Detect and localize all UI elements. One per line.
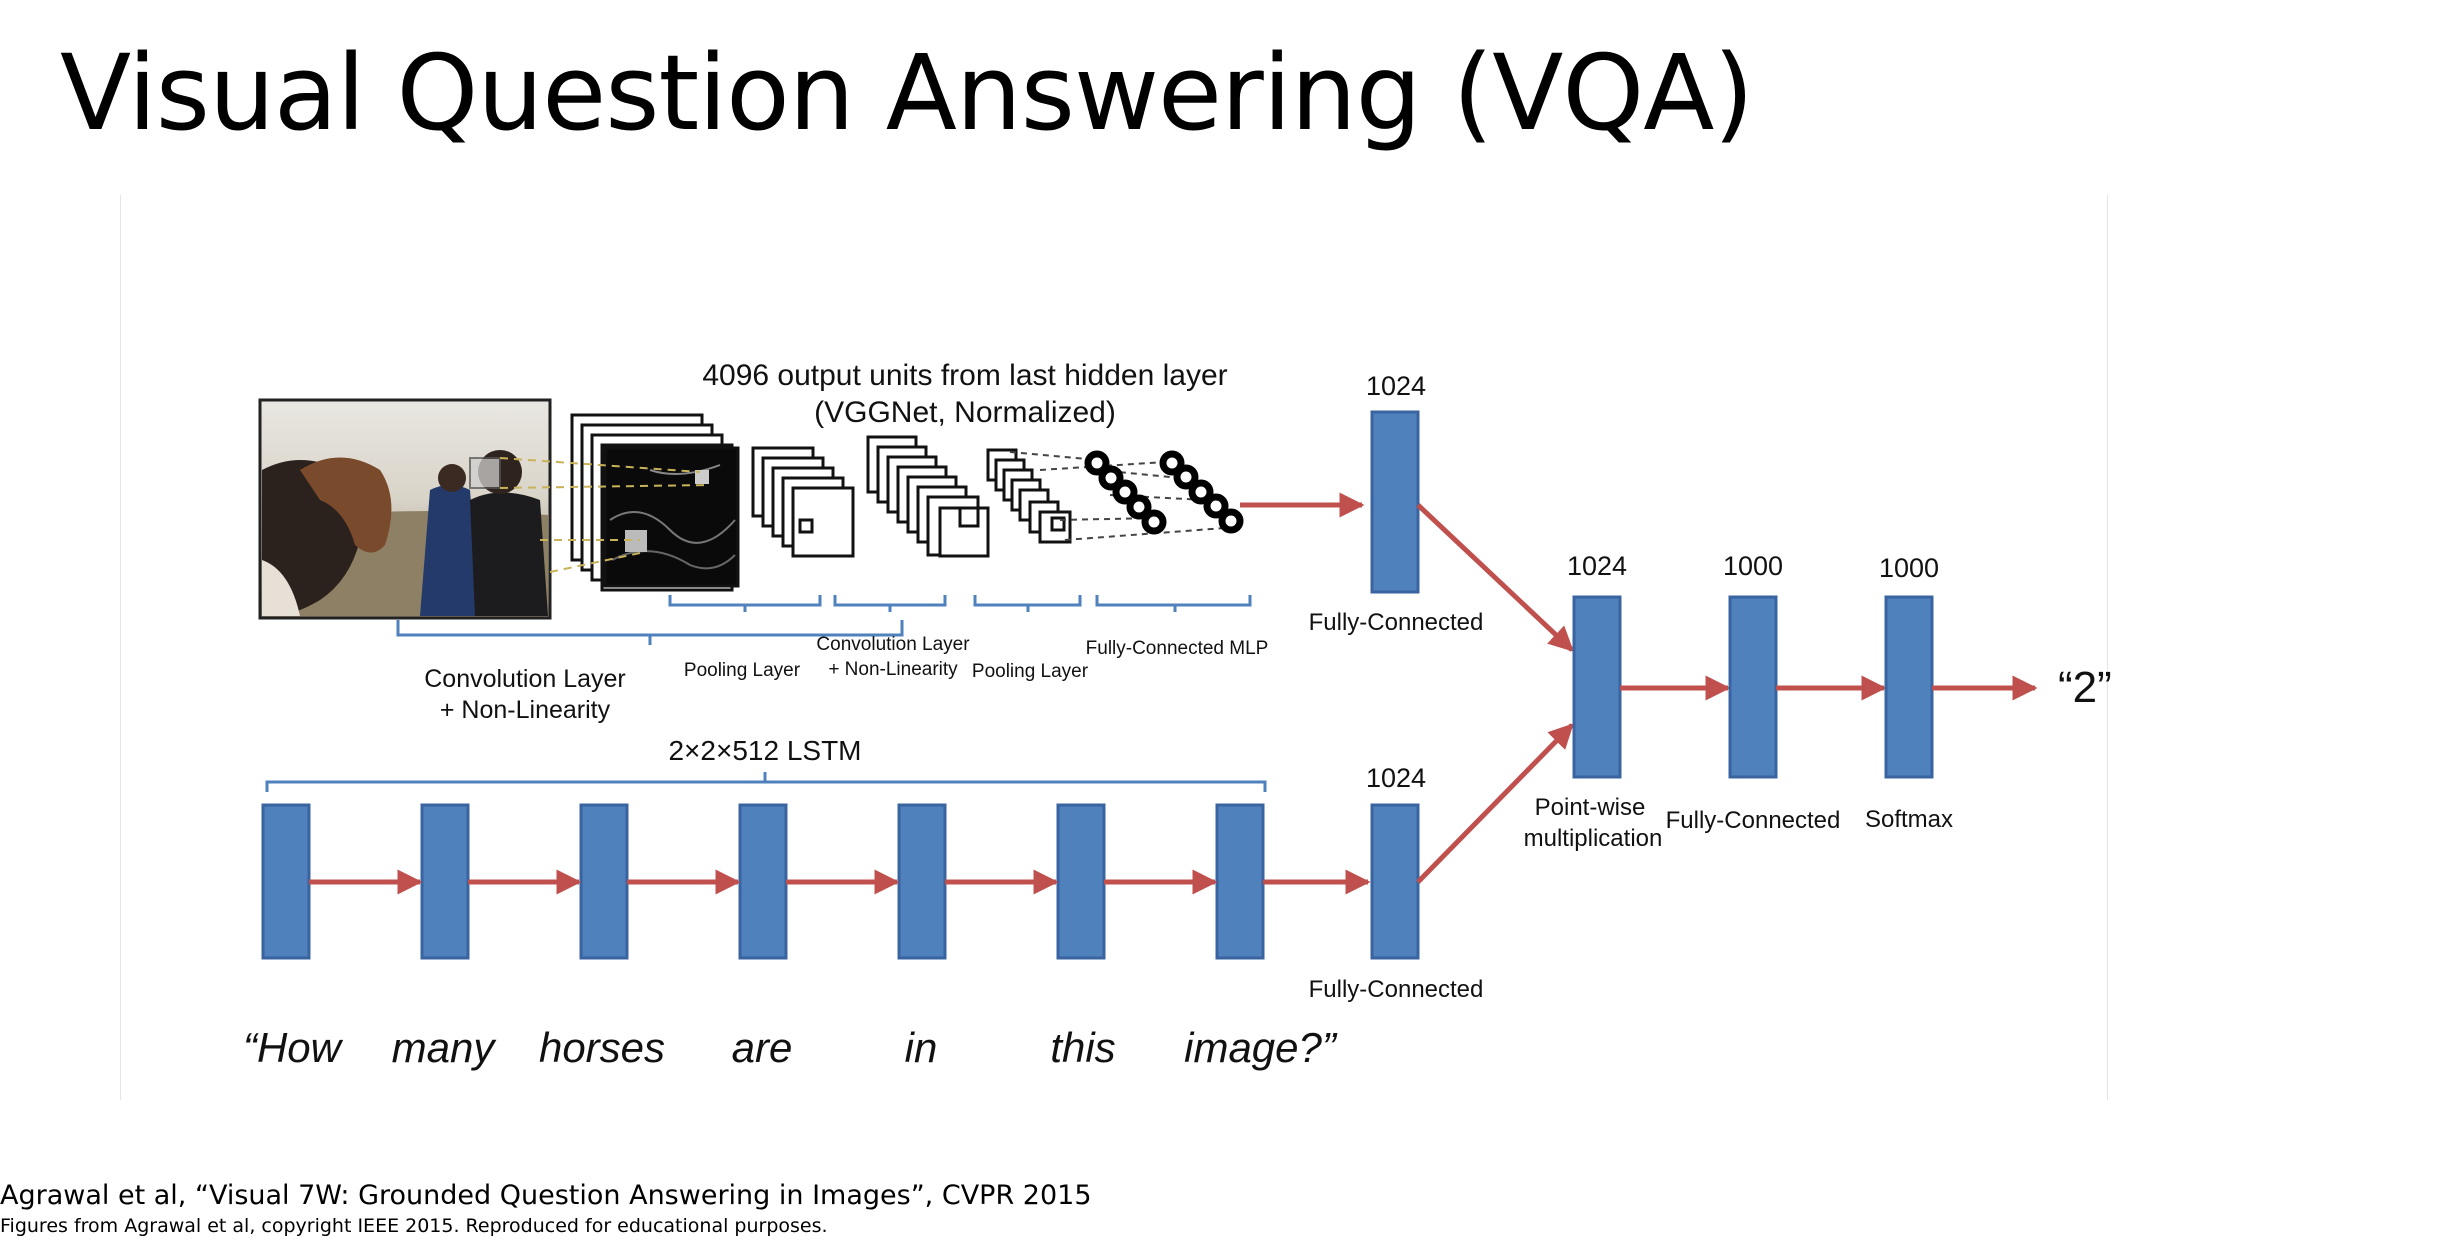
softmax-block xyxy=(1884,595,1934,779)
lstm-cell xyxy=(1215,803,1265,960)
answer-output: “2” xyxy=(2058,663,2112,712)
question-fc-block xyxy=(1370,803,1420,960)
question-word: horses xyxy=(539,1024,665,1071)
question-word: image?” xyxy=(1184,1024,1338,1071)
question-to-pointwise-arrow xyxy=(1416,723,1574,884)
pool2-feature-maps xyxy=(986,448,1072,544)
question-word: “How xyxy=(243,1024,344,1071)
question-word: this xyxy=(1050,1024,1115,1071)
image-fc-block xyxy=(1370,410,1420,594)
cnn-output-header-line2: (VGGNet, Normalized) xyxy=(814,396,1116,429)
lstm-cell xyxy=(897,803,947,960)
pooling-feature-maps xyxy=(751,446,855,558)
lstm-cell xyxy=(261,803,311,960)
image-fc-size: 1024 xyxy=(1366,371,1426,401)
image-fc-label: Fully-Connected xyxy=(1309,609,1484,636)
conv-activation-map xyxy=(603,446,740,588)
mlp-neurons xyxy=(1084,450,1244,535)
pointwise-label-line2: multiplication xyxy=(1524,825,1663,852)
lstm-brace xyxy=(265,772,1267,792)
question-word: many xyxy=(392,1024,498,1071)
question-word: are xyxy=(732,1024,793,1071)
pointwise-size: 1024 xyxy=(1567,551,1627,581)
conv2-layer-label-line2: + Non-Linearity xyxy=(828,659,958,680)
softmax-size: 1000 xyxy=(1879,553,1939,583)
image-to-pointwise-arrow xyxy=(1416,503,1574,652)
pointwise-label-line1: Point-wise xyxy=(1535,794,1646,821)
lstm-cell xyxy=(1056,803,1106,960)
conv-layer-label-line1: Convolution Layer xyxy=(424,665,626,693)
lstm-cell xyxy=(579,803,629,960)
final-fc-label: Fully-Connected xyxy=(1666,807,1841,834)
question-fc-label: Fully-Connected xyxy=(1309,976,1484,1003)
question-fc-size: 1024 xyxy=(1366,763,1426,793)
cnn-output-header-line1: 4096 output units from last hidden layer xyxy=(702,359,1227,392)
question-word: in xyxy=(905,1024,938,1071)
receptive-field-guides xyxy=(499,457,711,573)
cnn-layer-braces xyxy=(396,595,1252,645)
final-fc-size: 1000 xyxy=(1723,551,1783,581)
lstm-cell xyxy=(420,803,470,960)
lstm-label: 2×2×512 LSTM xyxy=(668,735,861,766)
conv2-feature-maps xyxy=(866,435,990,558)
conv2-layer-label-line1: Convolution Layer xyxy=(816,634,970,655)
mlp-label: Fully-Connected MLP xyxy=(1086,638,1269,659)
lstm-cells xyxy=(261,803,1265,960)
softmax-label: Softmax xyxy=(1865,806,1953,833)
lstm-cell xyxy=(738,803,788,960)
slide-title: Visual Question Answering (VQA) xyxy=(60,32,1754,154)
figure-credit: Figures from Agrawal et al, copyright IE… xyxy=(0,1215,828,1237)
figure-frame xyxy=(120,195,2108,1100)
citation: Agrawal et al, “Visual 7W: Grounded Ques… xyxy=(0,1180,1092,1211)
input-photo xyxy=(258,398,552,620)
pointwise-block xyxy=(1572,595,1622,779)
pool2-layer-label: Pooling Layer xyxy=(972,661,1089,682)
final-fc-block xyxy=(1728,595,1778,779)
conv-layer-label-line2: + Non-Linearity xyxy=(440,696,611,724)
pooling-layer-label: Pooling Layer xyxy=(684,660,801,681)
